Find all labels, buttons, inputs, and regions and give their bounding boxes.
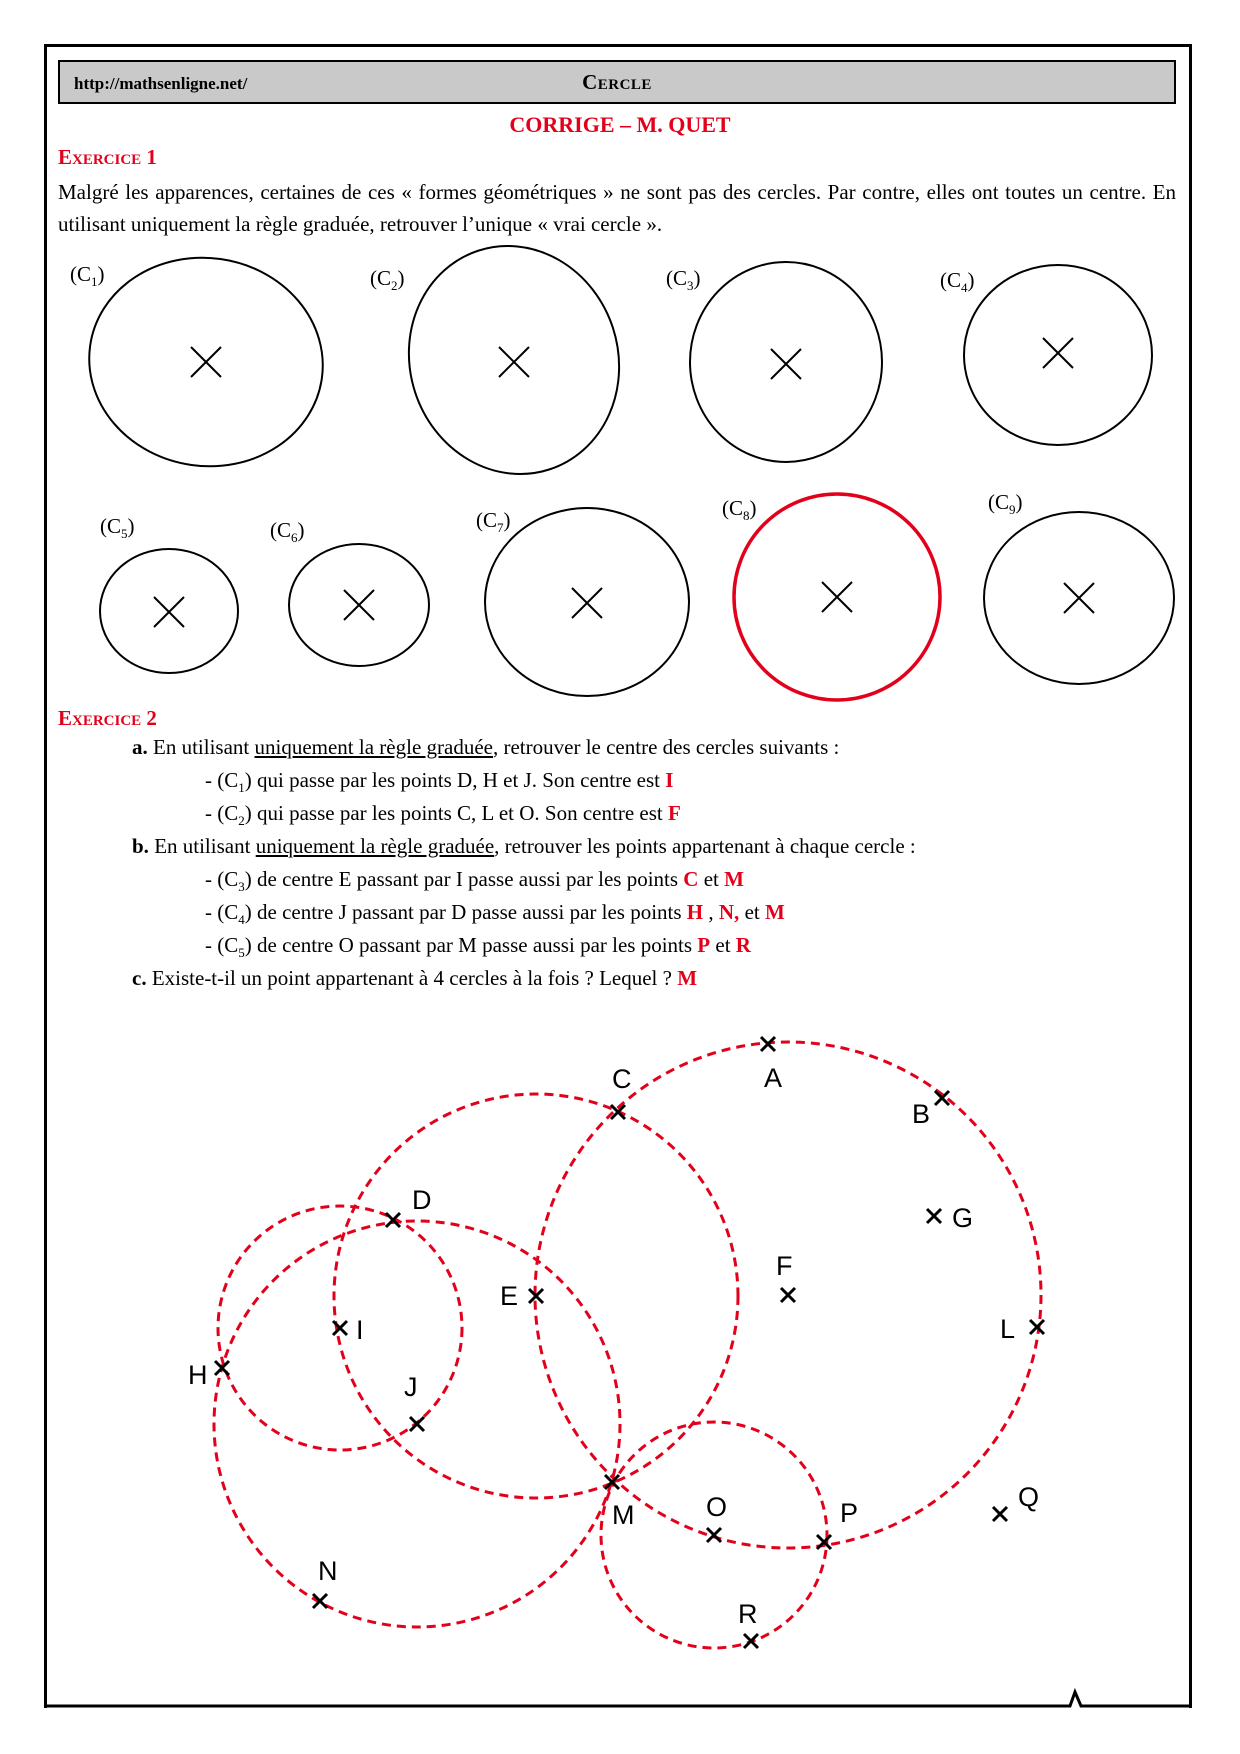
question-b: b. En utilisant uniquement la règle grad… [132,834,916,858]
point-label-d: D [412,1185,432,1215]
center-c4-icon [1042,337,1074,369]
point-label-c: C [612,1064,632,1094]
question-b-item-2: - (C4) de centre J passant par D passe a… [205,900,785,928]
circle-c4 [212,1219,622,1629]
point-a-cross-icon [759,1035,777,1053]
shape-c5 [99,548,239,674]
point-label-q: Q [1018,1482,1039,1512]
center-c3-icon [770,348,802,380]
shape-c1 [88,256,324,468]
exercise1-title: Exercice 1 [58,145,157,169]
shape-label-c9: (C9) [988,490,1023,518]
point-g-cross-icon [925,1207,943,1225]
shape-c7 [484,507,690,697]
point-label-l: L [1000,1314,1015,1344]
point-label-g: G [952,1203,973,1233]
circle-c3 [332,1092,740,1500]
shape-c6 [288,543,430,667]
question-a-item-2: - (C2) qui passe par les points C, L et … [205,801,681,829]
point-label-h: H [188,1360,208,1390]
point-b-cross-icon [933,1089,951,1107]
point-f-cross-icon [779,1286,797,1304]
point-r-cross-icon [742,1632,760,1650]
point-label-r: R [738,1599,758,1629]
circle-c2 [533,1040,1043,1550]
point-h-cross-icon [213,1359,231,1377]
shape-label-c1: (C1) [70,262,105,290]
exercise1-text: Malgré les apparences, certaines de ces … [58,180,1176,236]
point-label-m: M [612,1500,635,1530]
center-c2-icon [498,346,530,378]
point-label-p: P [840,1498,858,1528]
center-c8-icon [821,581,853,613]
point-label-n: N [318,1556,338,1586]
shape-c9 [983,511,1175,685]
center-c6-icon [343,589,375,621]
point-m-cross-icon [603,1473,621,1491]
shape-c4 [963,264,1153,446]
point-label-f: F [776,1251,793,1281]
point-j-cross-icon [408,1415,426,1433]
header-url: http://mathsenligne.net/ [74,74,248,93]
corrige-title: CORRIGE – M. QUET [509,112,731,137]
header-bar: http://mathsenligne.net/ Cercle [58,60,1176,104]
point-label-i: I [356,1315,364,1345]
question-c: c. Existe-t-il un point appartenant à 4 … [132,966,698,990]
question-a-item-1: - (C1) qui passe par les points D, H et … [205,768,674,796]
point-q-cross-icon [991,1505,1009,1523]
question-b-item-3: - (C5) de centre O passant par M passe a… [205,933,751,961]
point-label-e: E [500,1281,518,1311]
page-frame [44,44,1192,1708]
center-c9-icon [1063,582,1095,614]
point-label-j: J [404,1372,418,1402]
circle-c5 [599,1420,829,1650]
point-c-cross-icon [609,1103,627,1121]
point-label-b: B [912,1099,930,1129]
point-label-a: A [764,1063,782,1093]
center-c5-icon [153,596,185,628]
shape-c3 [689,261,883,463]
question-a: a. En utilisant uniquement la règle grad… [132,735,840,759]
shape-label-c5: (C5) [100,514,135,542]
point-i-cross-icon [331,1319,349,1337]
shape-c2 [407,245,621,475]
shape-label-c7: (C7) [476,508,511,536]
question-b-item-1: - (C3) de centre E passant par I passe a… [205,867,744,895]
point-n-cross-icon [311,1592,329,1610]
shape-label-c4: (C4) [940,268,975,296]
point-d-cross-icon [384,1211,402,1229]
shape-c8-true-circle [732,492,942,702]
header-title: Cercle [582,70,652,94]
point-e-cross-icon [527,1287,545,1305]
exercise2-title: Exercice 2 [58,706,157,730]
point-label-o: O [706,1492,727,1522]
center-c1-icon [190,346,222,378]
shape-label-c6: (C6) [270,518,305,546]
circle-c1 [216,1204,464,1452]
point-l-cross-icon [1028,1318,1046,1336]
shape-label-c3: (C3) [666,266,701,294]
center-c7-icon [571,587,603,619]
point-p-cross-icon [815,1533,833,1551]
point-o-cross-icon [705,1526,723,1544]
shape-label-c8: (C8) [722,496,757,524]
shape-label-c2: (C2) [370,266,405,294]
